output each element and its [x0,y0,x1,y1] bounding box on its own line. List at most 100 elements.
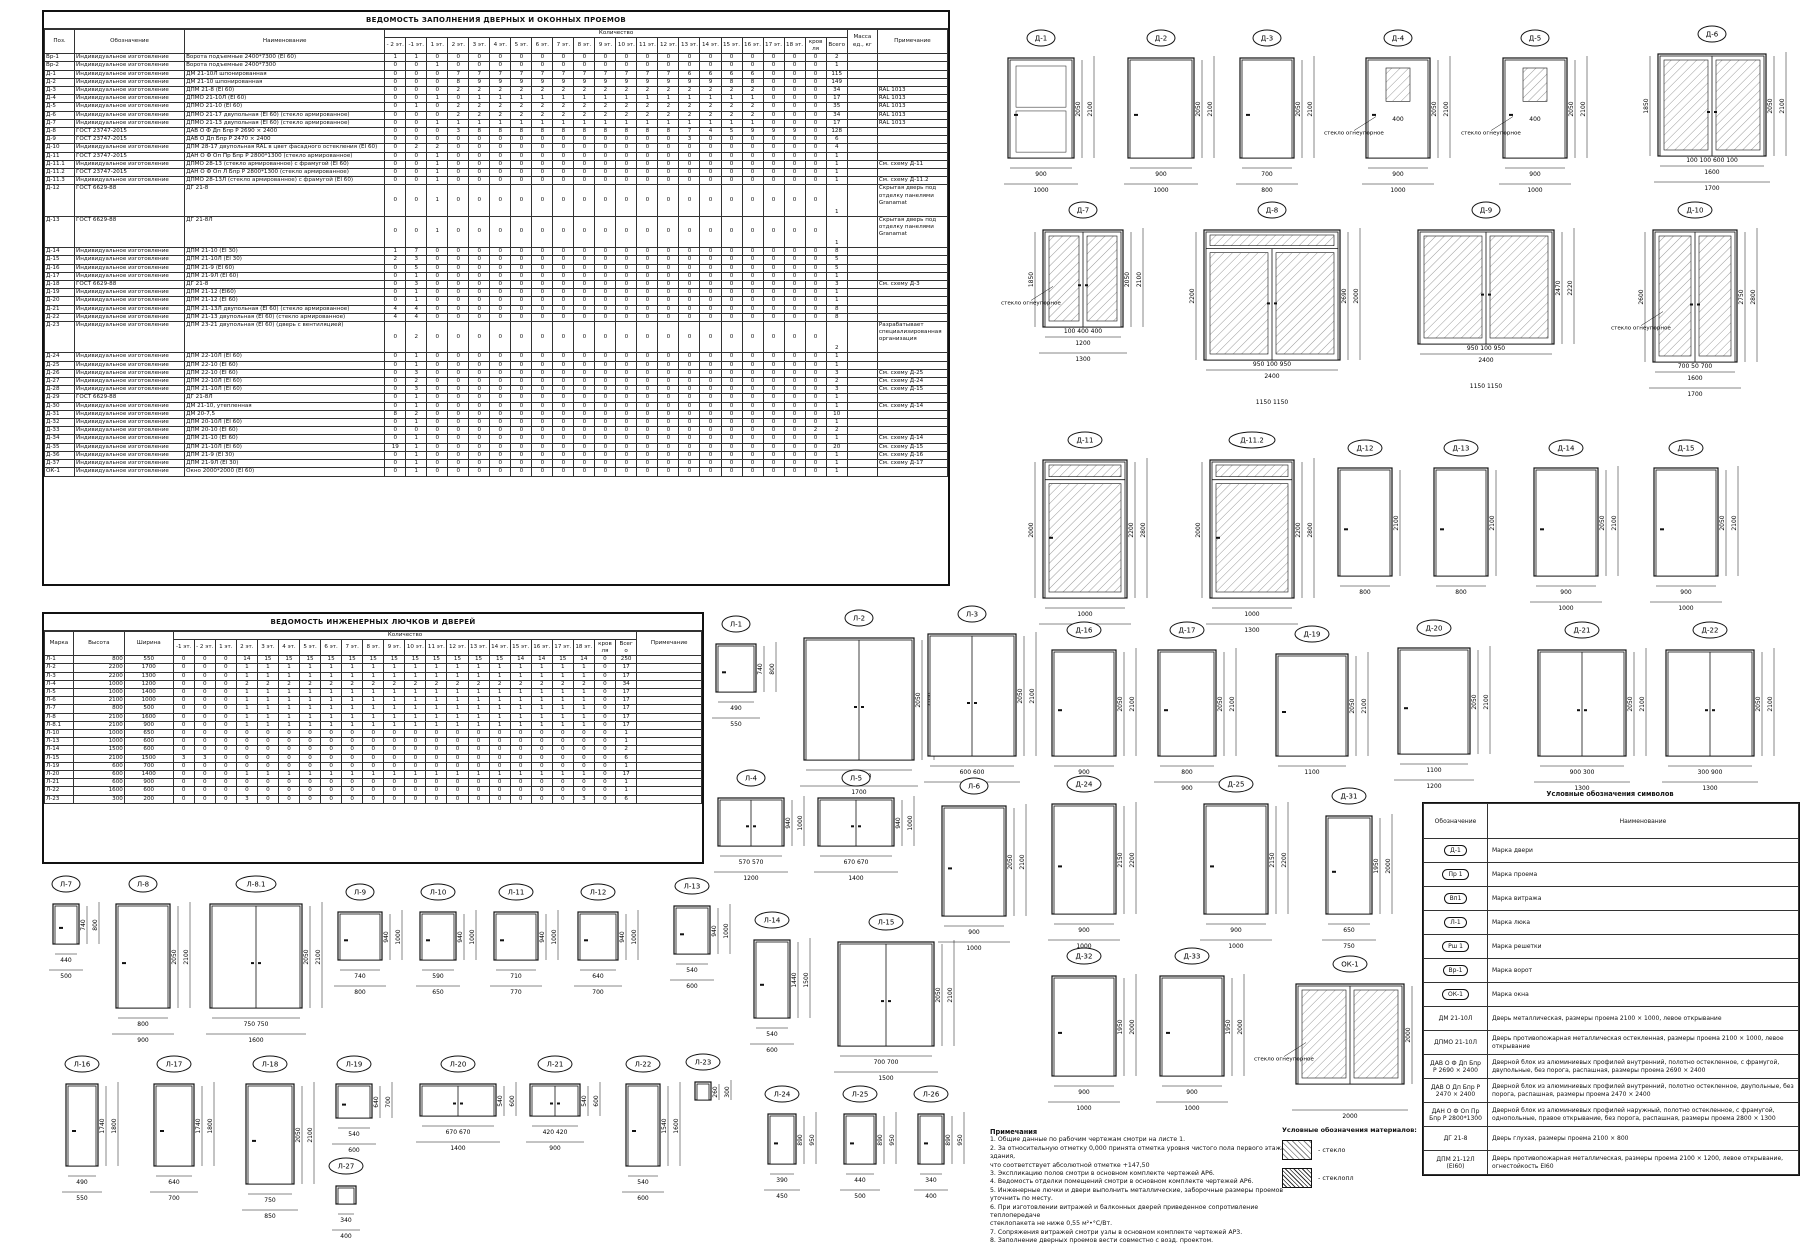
symbol-mark-badge: Вр-1 [1442,965,1469,976]
dim-inner-chain-2: 1150 1150 [1470,383,1503,390]
diagram-label: Л-24 [774,1091,791,1099]
dim-width-leaf: 900 [1680,589,1692,596]
dim-width-opening: 650 [432,989,444,996]
dim-height-leaf: 2050 [1349,698,1356,713]
handle-icon [1690,303,1693,306]
door-leaf [1205,805,1267,915]
dim-width-leaf: 700 700 [874,1059,899,1066]
door-note: См. схему Д-11.2 [876,176,949,186]
dim-height-opening: 2100 [183,949,190,964]
dim-width-opening: 1000 [1184,1105,1199,1112]
symbol-mark-badge: Вп1 [1443,893,1468,904]
door-qty-total: 17 [825,94,848,104]
door-qty-total: 35 [825,102,848,112]
dim-height-extra: 1850 [1028,272,1035,287]
note-line: 8. Заполнение дверных проемов вести совм… [990,1237,1214,1245]
dim-width-opening: 700 [168,1195,180,1202]
dim-width-leaf: 670 670 [844,859,869,866]
glass-caption: стекло огнеупорное [1324,131,1384,137]
door-leaf [1277,655,1347,757]
handle-icon [1584,709,1587,712]
symbol-mark-badge: Л-1 [1444,917,1467,928]
door-name: ДАН О Ф Оп Л Бпр Р 2800*1300 (стекло арм… [184,168,386,178]
door-qty-total: 1 [825,61,848,71]
dim-height-leaf: 2050 [1295,101,1302,116]
handle-icon [1216,536,1220,539]
door-name: Ворота подъемные 2400*7300 (EI 60) [184,53,386,63]
door-qty-total: 1 [825,215,848,249]
handle-icon [500,939,504,942]
dim-height-leaf: 940 [383,931,390,943]
dim-height-leaf: 2690 [1341,288,1348,303]
dim-width-leaf: 800 [1181,769,1193,776]
diagram-label: Л-1 [730,621,742,629]
symbol-cell: ДМ 21-10Л [1423,1006,1488,1031]
symbol-mark-badge: Д-1 [1444,845,1467,856]
diagram-label: Л-11 [508,889,525,897]
glass-panel [1301,989,1347,1079]
door-diagram: Д-1110001300220028002000 [1028,431,1148,634]
dim-width-opening: 1400 [848,875,863,882]
dim-height-leaf: 2050 [1007,854,1014,869]
dim-width-leaf: 540 [637,1179,649,1186]
handle-icon [258,962,261,965]
diagram-label: Л-5 [850,775,862,783]
dim-width-opening: 1300 [1244,627,1259,634]
handle-icon [974,702,977,704]
dim-width-opening: 700 [592,989,604,996]
dim-width-leaf: 570 570 [739,859,764,866]
door-leaf [717,645,755,693]
dim-width-leaf: 490 [730,705,742,712]
dim-height-opening: 1000 [631,929,638,944]
door-leaf [495,913,537,961]
dim-height-leaf: 2100 [1489,515,1496,530]
diagram-label: Л-8 [137,881,149,889]
doors-schedule-table: ВЕДОМОСТЬ ЗАПОЛНЕНИЯ ДВЕРНЫХ И ОКОННЫХ П… [42,10,950,586]
handle-icon [850,1142,854,1145]
symbol-description: Дверной блок из алюминиевых профилей вну… [1487,1078,1799,1103]
dim-height-extra: 2600 [1638,289,1645,304]
door-pos: Д-13 [43,215,76,249]
dim-glass-width: 400 [1392,116,1404,123]
dim-width-opening: 750 [1343,943,1355,950]
glass-panel [1385,67,1411,102]
dim-height-opening: 2100 [947,987,954,1002]
dim-width-opening: 800 [1261,187,1273,194]
handle-icon [1274,302,1277,305]
dim-width-opening: 1700 [851,789,866,796]
diagram-label: Л-21 [547,1061,564,1069]
diagram-label: Л-9 [354,889,366,897]
door-name: ДПМ 28-17 двупольная RAL в цвет фасадног… [184,143,386,153]
dim-height-opening: 2100 [1307,101,1314,116]
symbol-cell: Д-1 [1423,838,1488,863]
dim-width-leaf: 640 [592,973,604,980]
dim-width-leaf: 750 [264,1197,276,1204]
handle-icon [861,706,864,708]
dim-width-leaf: 2400 [1264,373,1279,380]
dim-width-opening: 400 [925,1193,937,1200]
handle-icon [252,1139,256,1142]
handle-icon [948,867,952,870]
handle-icon [774,1142,778,1145]
